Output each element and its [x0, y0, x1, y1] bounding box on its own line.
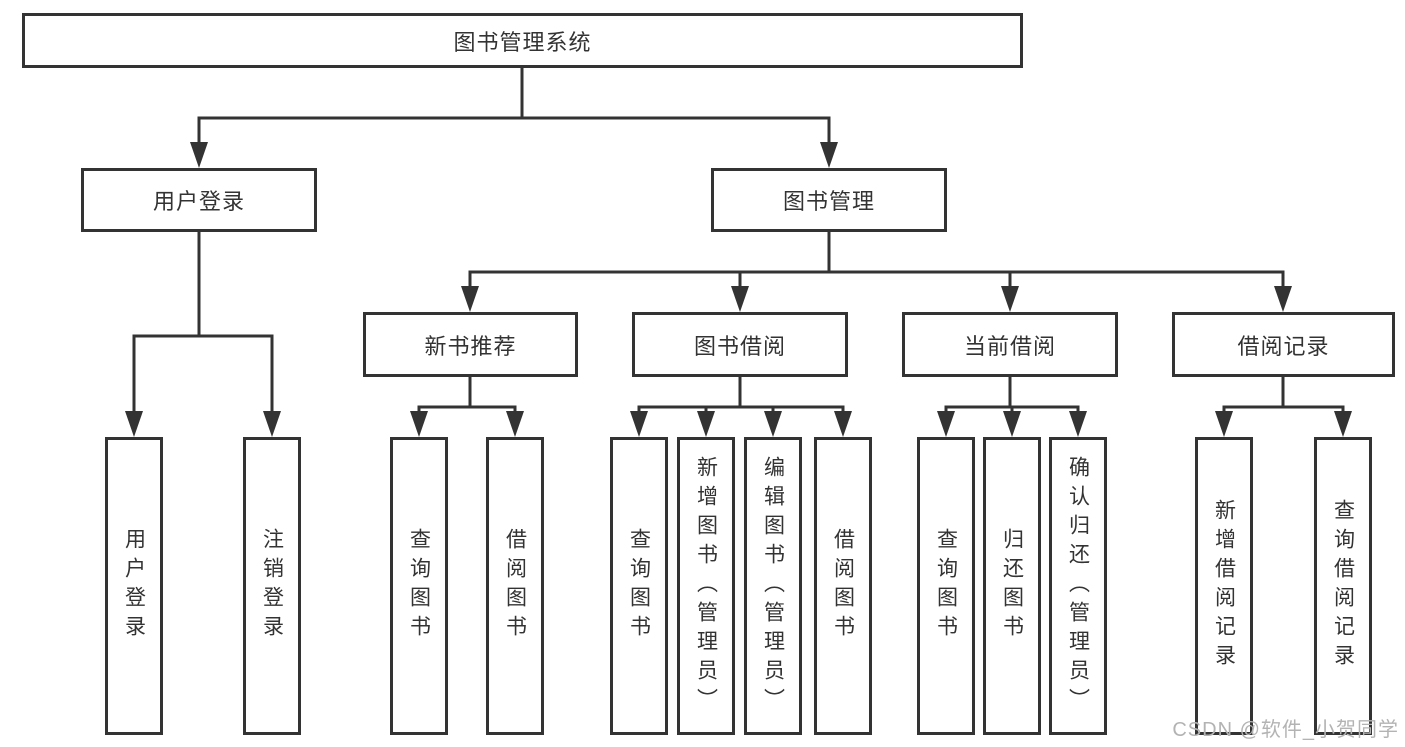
node-leaf-query-borrow-record: 查询借阅记录 [1314, 437, 1372, 735]
node-label: 确认归还（管理员） [1066, 455, 1090, 717]
node-label: 归还图书 [1000, 528, 1024, 644]
node-label: 查询图书 [407, 528, 431, 644]
node-leaf-borrow-books-2: 借阅图书 [814, 437, 872, 735]
connector-user-login [125, 232, 281, 437]
node-label: 借阅图书 [503, 528, 527, 644]
node-root-library-system: 图书管理系统 [22, 13, 1023, 68]
node-label: 图书管理 [782, 189, 875, 214]
node-label: 图书管理系统 [453, 29, 592, 55]
node-label: 用户登录 [152, 189, 245, 214]
node-user-login: 用户登录 [81, 168, 317, 232]
node-leaf-logout: 注销登录 [243, 437, 301, 735]
csdn-watermark: CSDN @软件_小贺同学 [1172, 719, 1399, 741]
node-borrow-records: 借阅记录 [1172, 312, 1395, 377]
node-leaf-query-books-2: 查询图书 [610, 437, 668, 735]
node-label: 当前借阅 [963, 333, 1056, 359]
node-leaf-add-borrow-record: 新增借阅记录 [1195, 437, 1253, 735]
node-leaf-return-books: 归还图书 [983, 437, 1041, 735]
connector-borrow-records [1215, 377, 1352, 437]
node-label: 查询图书 [934, 528, 958, 644]
connector-current-borrow [937, 377, 1087, 437]
node-book-mgmt: 图书管理 [711, 168, 947, 232]
node-leaf-confirm-return-admin: 确认归还（管理员） [1049, 437, 1107, 735]
node-leaf-query-books-1: 查询图书 [390, 437, 448, 735]
node-label: 借阅图书 [831, 528, 855, 644]
node-label: 查询借阅记录 [1331, 499, 1355, 673]
node-label: 注销登录 [260, 528, 284, 644]
node-new-book-rec: 新书推荐 [363, 312, 578, 377]
node-book-borrow: 图书借阅 [632, 312, 848, 377]
node-current-borrow: 当前借阅 [902, 312, 1118, 377]
node-leaf-query-books-3: 查询图书 [917, 437, 975, 735]
connector-new-book-rec [410, 377, 524, 437]
node-label: 借阅记录 [1237, 333, 1330, 359]
connector-book-borrow [630, 377, 852, 437]
connector-root [190, 68, 838, 168]
node-label: 查询图书 [627, 528, 651, 644]
connector-book-mgmt [461, 232, 1292, 312]
node-leaf-edit-books-admin: 编辑图书（管理员） [744, 437, 802, 735]
node-label: 新增图书（管理员） [694, 455, 718, 717]
node-label: 图书借阅 [693, 333, 786, 359]
node-label: 用户登录 [122, 528, 146, 644]
node-leaf-user-login: 用户登录 [105, 437, 163, 735]
node-leaf-borrow-books-1: 借阅图书 [486, 437, 544, 735]
node-leaf-add-books-admin: 新增图书（管理员） [677, 437, 735, 735]
node-label: 新增借阅记录 [1212, 499, 1236, 673]
node-label: 新书推荐 [424, 333, 517, 359]
node-label: 编辑图书（管理员） [761, 455, 785, 717]
